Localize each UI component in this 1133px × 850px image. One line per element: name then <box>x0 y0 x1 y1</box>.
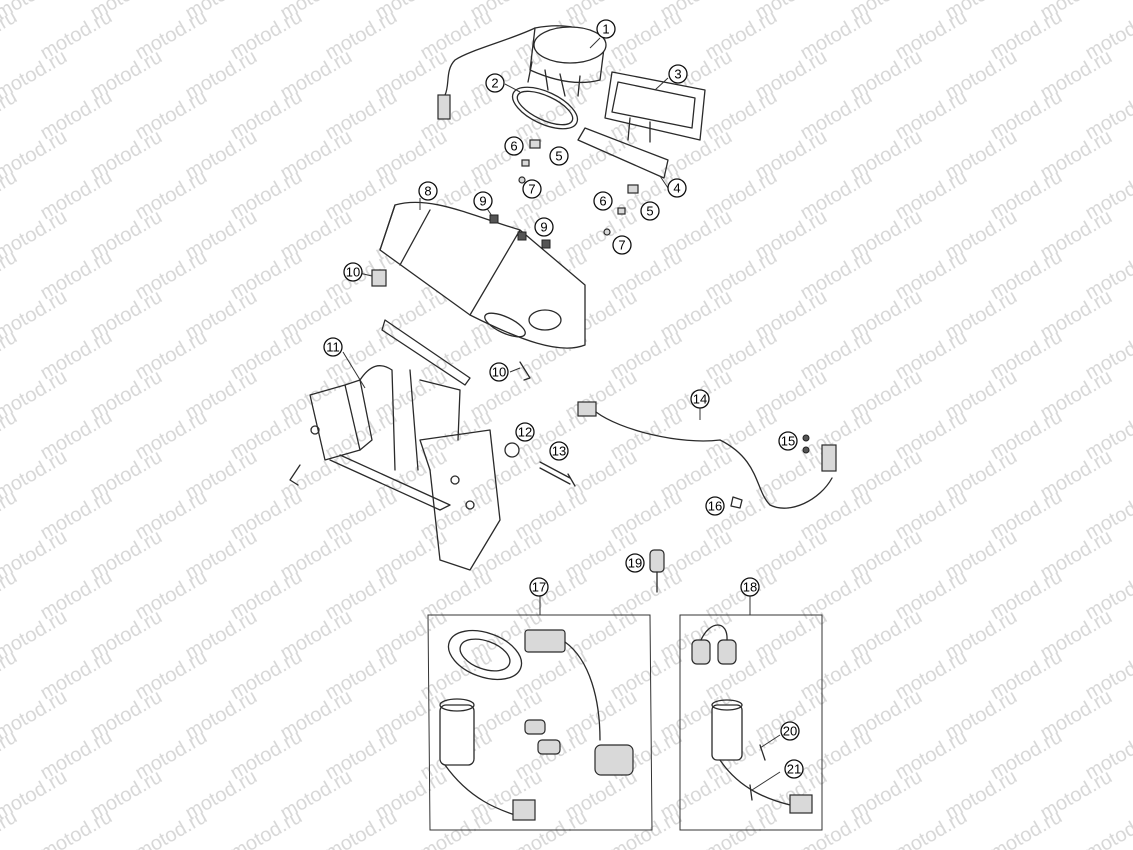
svg-text:18: 18 <box>743 580 757 595</box>
callout-5a: 5 <box>549 146 569 166</box>
callout-18: 18 <box>740 577 760 597</box>
svg-text:6: 6 <box>510 139 517 154</box>
callout-3: 3 <box>668 64 688 84</box>
part-screws-small <box>802 434 810 454</box>
callout-12: 12 <box>515 422 535 442</box>
kit-18-contents <box>691 624 813 814</box>
part-instrument-housing <box>379 201 586 349</box>
part-small-hardware <box>518 139 639 236</box>
svg-text:7: 7 <box>528 182 535 197</box>
callout-19: 19 <box>625 553 645 573</box>
svg-text:3: 3 <box>674 67 681 82</box>
part-gasket-round <box>511 86 579 130</box>
callout-21: 21 <box>784 759 804 779</box>
svg-text:20: 20 <box>783 724 797 739</box>
part-wiring-harness <box>577 401 837 509</box>
svg-text:4: 4 <box>673 181 680 196</box>
callout-11: 11 <box>323 337 343 357</box>
callout-6b: 6 <box>593 191 613 211</box>
part-bolts <box>489 214 551 249</box>
callout-9a: 9 <box>473 191 493 211</box>
callout-7b: 7 <box>612 235 632 255</box>
svg-text:11: 11 <box>326 340 340 355</box>
svg-text:12: 12 <box>518 425 532 440</box>
part-key <box>649 549 665 593</box>
svg-text:5: 5 <box>646 204 653 219</box>
callout-10a: 10 <box>343 262 363 282</box>
kit-17-contents <box>439 629 634 821</box>
svg-text:21: 21 <box>787 762 801 777</box>
svg-text:6: 6 <box>599 194 606 209</box>
callout-14: 14 <box>690 389 710 409</box>
part-mounting-bracket <box>289 319 501 571</box>
callout-13: 13 <box>549 441 569 461</box>
svg-text:14: 14 <box>693 392 707 407</box>
svg-text:10: 10 <box>492 365 506 380</box>
svg-text:9: 9 <box>479 194 486 209</box>
svg-text:2: 2 <box>491 76 498 91</box>
callout-5b: 5 <box>640 201 660 221</box>
callout-20: 20 <box>780 721 800 741</box>
svg-text:7: 7 <box>618 238 625 253</box>
part-clip-right <box>519 361 531 381</box>
part-speedometer <box>437 25 607 120</box>
callout-2: 2 <box>485 73 505 93</box>
part-indicator-unit <box>604 71 706 143</box>
callout-7a: 7 <box>522 179 542 199</box>
svg-text:10: 10 <box>346 265 360 280</box>
kit-18-frame <box>679 614 823 831</box>
svg-text:15: 15 <box>781 434 795 449</box>
svg-text:1: 1 <box>602 22 609 37</box>
callout-17: 17 <box>529 577 549 597</box>
callout-4: 4 <box>667 178 687 198</box>
svg-text:13: 13 <box>552 444 566 459</box>
callout-8: 8 <box>418 181 438 201</box>
callout-6a: 6 <box>504 136 524 156</box>
part-clip-left <box>371 269 387 287</box>
callout-16: 16 <box>705 496 725 516</box>
svg-text:5: 5 <box>555 149 562 164</box>
callout-10b: 10 <box>489 362 509 382</box>
svg-text:9: 9 <box>540 220 547 235</box>
svg-text:16: 16 <box>708 499 722 514</box>
callout-15: 15 <box>778 431 798 451</box>
part-long-bolt <box>539 461 576 487</box>
leader-lines <box>342 37 781 791</box>
part-gasket-rect <box>577 127 669 179</box>
part-nut <box>504 442 520 458</box>
callout-1: 1 <box>596 19 616 39</box>
callout-9b: 9 <box>534 217 554 237</box>
part-cable-clip <box>730 496 743 509</box>
svg-text:8: 8 <box>424 184 431 199</box>
part-gasket-round-inner <box>516 90 574 126</box>
kit-17-frame <box>427 614 653 831</box>
svg-text:17: 17 <box>532 580 546 595</box>
svg-text:19: 19 <box>628 556 642 571</box>
